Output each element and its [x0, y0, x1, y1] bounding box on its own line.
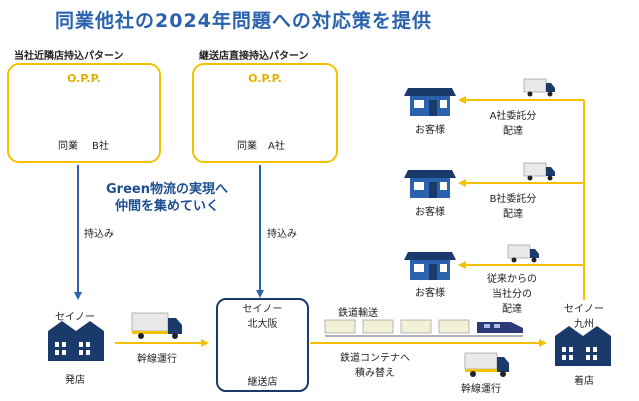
delivery-label-line: B社委託分 [489, 194, 537, 205]
truck-icon [523, 162, 555, 181]
opp-box-left [7, 63, 161, 163]
hub-name: セイノー 北大阪 [216, 300, 309, 330]
delivery-label-line: A社委託分 [489, 111, 537, 122]
company-label: 同業 [237, 141, 257, 152]
carry-in-label-right: 持込み [267, 229, 297, 240]
delivery-label-line: 配達 [503, 126, 523, 137]
delivery-label: 従来からの 当社分の 配達 [476, 270, 548, 315]
truck-icon [131, 312, 182, 339]
delivery-label: B社委託分 配達 [478, 190, 548, 220]
container-transfer-line: 鉄道コンテナへ [340, 353, 410, 364]
customer-label: お客様 [415, 207, 445, 218]
carry-in-label-left: 持込み [84, 229, 114, 240]
pattern-left-heading: 当社近隣店持込パターン [14, 51, 124, 62]
customer-label: お客様 [415, 288, 445, 299]
customer-label: お客様 [415, 125, 445, 136]
delivery-label-line: 配達 [502, 304, 522, 315]
trunk-label-right: 幹線運行 [461, 384, 501, 395]
delivery-label-line: 当社分の [492, 289, 532, 300]
warehouse-icon [555, 326, 611, 366]
shop-icon [404, 88, 456, 116]
warehouse-icon [48, 321, 104, 361]
destination-caption: 着店 [574, 376, 594, 387]
rail-transport-label: 鉄道輸送 [338, 308, 378, 319]
green-message: Green物流の実現へ 仲間を集めていく [92, 181, 242, 215]
company-label: B社 [92, 141, 109, 152]
truck-icon [523, 78, 555, 97]
destination-name-line: 九州 [574, 319, 594, 330]
destination-name-line: セイノー [564, 304, 604, 315]
hub-box [216, 298, 309, 392]
green-message-line: Green物流の実現へ [106, 182, 228, 197]
page-title: 同業他社の2024年問題への対応策を提供 [55, 10, 432, 32]
delivery-label-line: 従来からの [487, 274, 537, 285]
pattern-right-heading: 継送店直接持込パターン [199, 51, 309, 62]
opp-label-left: O.P.P. [67, 72, 101, 85]
delivery-label: A社委託分 配達 [478, 107, 548, 137]
shop-icon [404, 252, 456, 280]
hub-caption: 継送店 [247, 377, 278, 388]
green-message-line: 仲間を集めていく [114, 199, 219, 214]
trunk-label-left: 幹線運行 [137, 354, 177, 365]
container-transfer-label: 鉄道コンテナへ 積み替え [330, 349, 420, 379]
hub-name-line: 北大阪 [247, 319, 278, 330]
opp-label-right: O.P.P. [248, 72, 282, 85]
opp-box-right [192, 63, 338, 163]
origin-name: セイノー [55, 312, 95, 323]
delivery-label-line: 配達 [503, 209, 523, 220]
truck-icon [464, 352, 509, 377]
hub-name-line: セイノー [242, 304, 283, 315]
truck-icon [507, 244, 539, 263]
company-label: A社 [268, 141, 285, 152]
shop-icon [404, 170, 456, 198]
company-label: 同業 [58, 141, 78, 152]
origin-caption: 発店 [65, 375, 85, 386]
train-icon [324, 319, 523, 337]
destination-name: セイノー 九州 [548, 300, 620, 330]
container-transfer-line: 積み替え [355, 368, 395, 379]
